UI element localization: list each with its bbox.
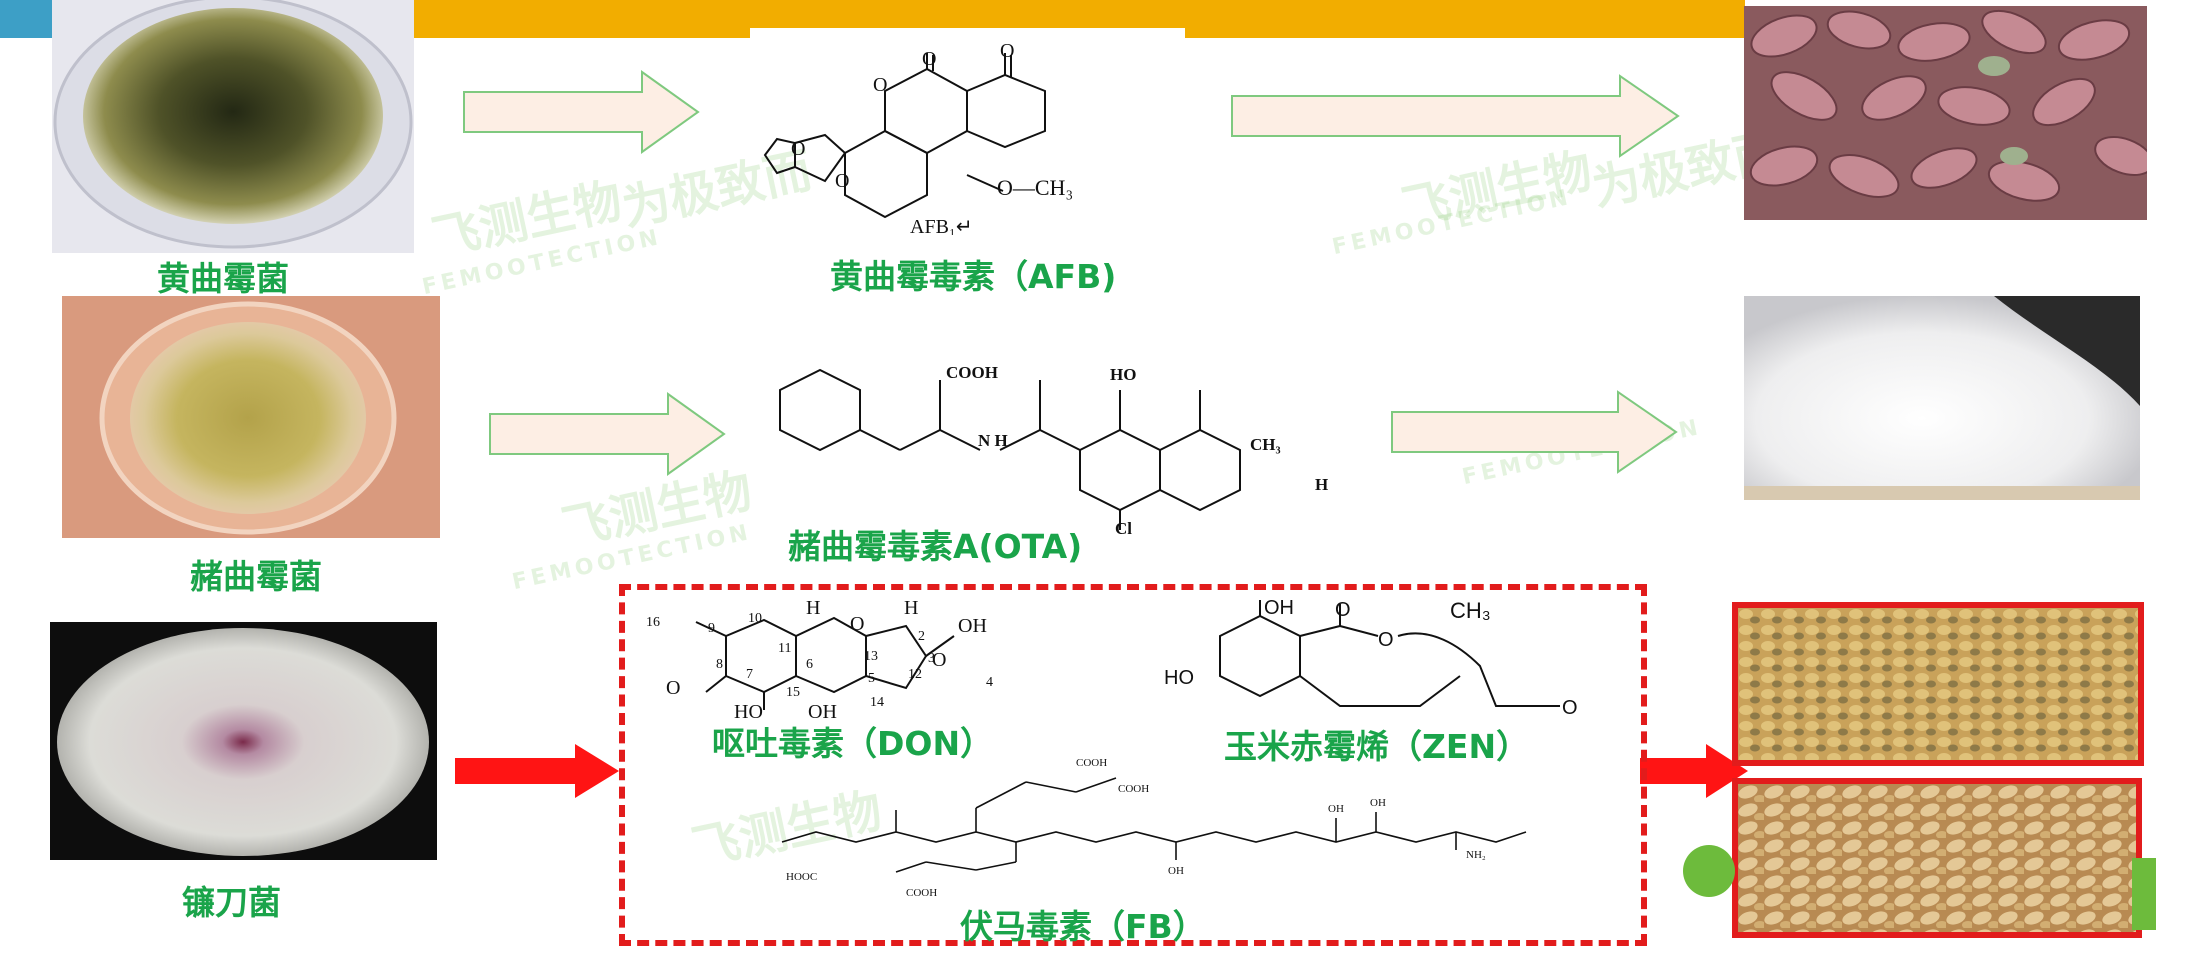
svg-text:HO: HO [1164,667,1194,689]
moldy-peanuts-photo [1744,6,2147,220]
svg-text:2: 2 [918,629,925,644]
svg-text:H: H [904,597,918,619]
arrow-fusarium-to-toxins [455,744,619,798]
fungus-label-fusarium: 镰刀菌 [182,883,281,922]
svg-text:H: H [1315,475,1328,494]
arrow-toxins-to-grains [1640,744,1748,798]
svg-text:CH₃: CH₃ [1450,598,1491,623]
svg-text:7: 7 [746,667,753,682]
svg-text:14: 14 [870,695,884,710]
svg-text:OH: OH [1328,803,1344,815]
toxin-label-zen: 玉米赤霉烯（ZEN） [1224,727,1530,766]
fusarium-photo [50,622,437,860]
fusarium-toxin-group-box [619,584,1647,946]
fungus-label-flavus: 黄曲霉菌 [157,259,289,298]
svg-text:12: 12 [908,667,922,682]
svg-text:6: 6 [806,657,813,672]
svg-text:NH₂: NH₂ [1466,849,1486,861]
svg-text:COOH: COOH [1118,783,1149,795]
svg-text:O: O [922,48,936,70]
toxin-label-fb: 伏马毒素（FB） [960,907,1206,946]
svg-text:O: O [850,613,864,635]
svg-text:8: 8 [716,657,723,672]
slide-number-tab [0,0,58,38]
svg-text:O: O [932,649,946,671]
svg-text:HOOC: HOOC [786,871,817,883]
svg-text:HO: HO [1110,365,1136,384]
svg-text:4: 4 [986,675,993,690]
zen-structure: OH HO O O CH₃ O [1164,597,1578,719]
svg-text:3: 3 [928,651,935,666]
svg-text:COOH: COOH [946,363,998,382]
svg-text:OH: OH [958,615,987,637]
don-structure: 16 9 10 11 8 7 6 15 5 14 13 12 2 3 4 OH … [646,597,993,720]
svg-text:5: 5 [868,671,875,686]
svg-text:O: O [1000,40,1014,62]
toxin-label-ota: 赭曲霉毒素A(OTA) [788,527,1083,566]
decorative-tab [2132,858,2156,930]
svg-text:AFB₁↵: AFB₁↵ [910,216,973,235]
svg-text:OH: OH [808,701,837,720]
svg-text:HO: HO [734,701,763,720]
fungus-label-ochraceus: 赭曲霉菌 [190,557,322,596]
svg-text:13: 13 [864,649,878,664]
svg-text:O—CH₃: O—CH₃ [997,175,1073,200]
aspergillus-flavus-photo [52,0,414,253]
svg-text:Cl: Cl [1115,519,1132,536]
svg-text:15: 15 [786,685,800,700]
svg-text:N H: N H [978,431,1008,450]
svg-text:OH: OH [1370,797,1386,809]
svg-text:16: 16 [646,615,660,630]
ota-structure: COOH N H HO Cl CH₃ H [779,363,1328,536]
svg-text:O: O [1335,599,1351,621]
svg-text:CH₃: CH₃ [1250,435,1281,454]
rice-photo [1744,296,2140,500]
svg-text:O: O [666,677,680,699]
svg-text:O: O [791,138,805,160]
arrow-afb-to-peanuts [1231,74,1680,158]
afb1-structure: O O O O O O—CH₃ AFB₁↵ [763,40,1073,235]
svg-text:OH: OH [1264,597,1294,619]
arrow-ochraceus-to-ota [489,392,726,476]
svg-text:H: H [806,597,820,619]
svg-text:10: 10 [748,611,762,626]
aspergillus-ochraceus-photo [62,296,440,538]
toxin-label-don: 呕吐毒素（DON） [712,724,994,763]
svg-text:11: 11 [778,641,791,656]
moldy-corn-photo [1732,602,2144,766]
svg-text:O: O [1378,629,1394,651]
fb-structure: COOH COOH HOOC COOH NH₂ OH OH OH [781,757,1527,899]
arrow-ota-to-rice [1391,390,1678,474]
arrow-flavus-to-afb [463,70,700,154]
svg-text:OH: OH [1168,865,1184,877]
svg-text:O: O [835,170,849,192]
svg-text:9: 9 [708,621,715,636]
toxin-label-afb: 黄曲霉毒素（AFB) [830,257,1117,296]
decorative-circle [1683,845,1735,897]
svg-text:COOH: COOH [1076,757,1107,769]
wheat-photo [1732,778,2142,938]
svg-text:O: O [873,74,887,96]
svg-text:O: O [1562,697,1578,719]
svg-text:COOH: COOH [906,887,937,899]
